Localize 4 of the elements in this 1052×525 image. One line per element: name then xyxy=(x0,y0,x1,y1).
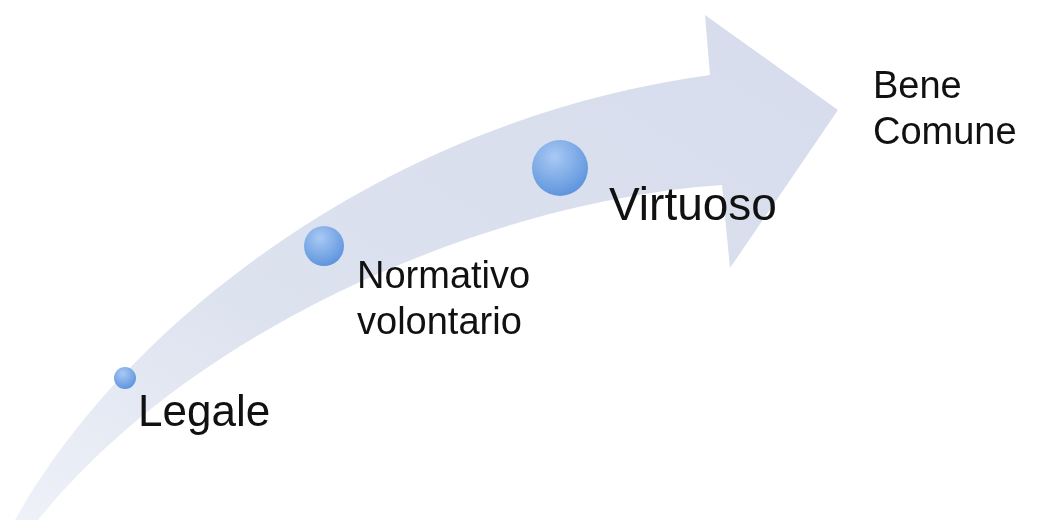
stage-label: Normativo volontario xyxy=(357,253,532,345)
stage-label: Bene Comune xyxy=(873,63,1018,155)
stage-label: Virtuoso xyxy=(609,177,778,232)
stage-label: Legale xyxy=(138,385,272,437)
